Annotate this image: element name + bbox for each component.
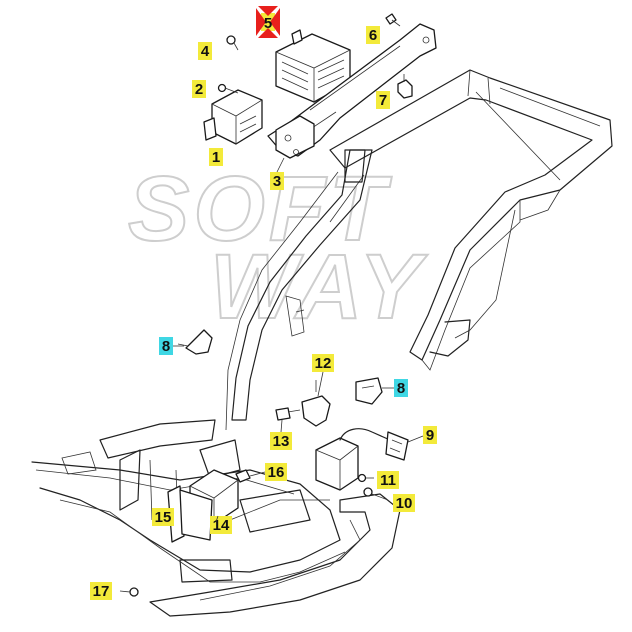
callout-7-highlight xyxy=(376,91,390,109)
callout-3-highlight xyxy=(270,172,284,190)
callout-11[interactable]: 11 xyxy=(377,471,399,489)
frame-floor-rail-left xyxy=(31,461,341,573)
callout-8-right-highlight xyxy=(394,379,408,397)
callout-10-highlight xyxy=(393,494,415,512)
callout-11-label: 11 xyxy=(380,472,396,489)
callout-8-right-label: 8 xyxy=(397,380,405,397)
callout-6-label: 6 xyxy=(369,27,377,44)
callout-16-highlight xyxy=(265,463,287,481)
callout-14-highlight xyxy=(210,516,232,534)
callout-2-highlight xyxy=(192,80,206,98)
part-4-screw xyxy=(226,35,239,51)
callout-9-label: 9 xyxy=(426,427,434,444)
frame-centre-stand-mount xyxy=(239,489,311,533)
frame-floor-rail-right-inner xyxy=(199,499,361,601)
callout-15-label: 15 xyxy=(155,509,172,526)
callout-9[interactable]: 9 xyxy=(423,426,437,444)
part-16-bolt xyxy=(235,469,251,483)
frame-upper-rail-detail xyxy=(421,69,561,371)
part-17-screw xyxy=(119,587,139,597)
callout-16[interactable]: 16 xyxy=(265,463,287,481)
leader-16 xyxy=(249,471,266,477)
part-13-bolt xyxy=(275,407,301,421)
frame-gusset xyxy=(285,295,305,337)
callout-16-label: 16 xyxy=(268,464,285,481)
callout-13-label: 13 xyxy=(273,433,290,450)
leader-3 xyxy=(276,157,285,173)
watermark-line-2: WAY xyxy=(210,236,428,338)
frame-floor-crossmember xyxy=(119,439,241,511)
frame-floor-rail-left-inner xyxy=(35,469,346,583)
part-1-cdi-unit xyxy=(203,89,263,145)
callout-1-label: 1 xyxy=(212,149,220,166)
callout-5-label: 5 xyxy=(264,15,272,32)
frame-floor-rail-right xyxy=(149,493,401,617)
callout-15-highlight xyxy=(152,508,174,526)
frame-floor-tube-front xyxy=(99,419,216,459)
callouts: 1 2 3 4 5 6 xyxy=(90,6,437,600)
callout-12[interactable]: 12 xyxy=(312,354,334,372)
frame-brace xyxy=(429,319,471,357)
frame-head-bracket xyxy=(344,149,366,183)
callout-8-right[interactable]: 8 xyxy=(394,379,408,397)
part-15-bracket xyxy=(167,485,213,543)
callout-17[interactable]: 17 xyxy=(90,582,112,600)
callout-15[interactable]: 15 xyxy=(152,508,174,526)
callout-7-label: 7 xyxy=(379,92,387,109)
callout-6[interactable]: 6 xyxy=(366,26,380,44)
part-mounting-bracket xyxy=(267,23,437,159)
selected-marker-icon xyxy=(256,6,280,38)
callout-13-highlight xyxy=(270,432,292,450)
part-9-ignition-coil xyxy=(315,428,409,491)
callout-1[interactable]: 1 xyxy=(209,148,223,166)
callout-8-left[interactable]: 8 xyxy=(159,337,173,355)
frame-down-tube-inner xyxy=(225,171,365,431)
callout-8-left-label: 8 xyxy=(162,338,170,355)
callout-4-label: 4 xyxy=(201,43,210,60)
leader-13 xyxy=(280,419,283,433)
callout-4[interactable]: 4 xyxy=(198,42,212,60)
callout-12-label: 12 xyxy=(315,355,332,372)
callout-10-label: 10 xyxy=(396,495,413,512)
callout-11-highlight xyxy=(377,471,399,489)
part-8-clip-right xyxy=(355,377,383,405)
callout-5-highlight xyxy=(261,13,275,31)
frame-rear-tube xyxy=(454,87,601,339)
leader-9 xyxy=(407,435,424,443)
callout-1-highlight xyxy=(209,148,223,166)
callout-8-left-highlight xyxy=(159,337,173,355)
callout-2-label: 2 xyxy=(195,81,203,98)
leader-lines xyxy=(173,157,424,523)
callout-6-highlight xyxy=(366,26,380,44)
part-8-clip-left xyxy=(177,329,213,355)
frame-main-down-tube xyxy=(231,149,373,421)
callout-9-highlight xyxy=(423,426,437,444)
callout-3[interactable]: 3 xyxy=(270,172,284,190)
part-12-bracket xyxy=(301,380,331,427)
callout-14-label: 14 xyxy=(213,517,230,534)
callout-17-highlight xyxy=(90,582,112,600)
part-2-screw xyxy=(217,83,239,94)
callout-17-label: 17 xyxy=(93,583,110,600)
callout-10[interactable]: 10 xyxy=(393,494,415,512)
part-7-nut xyxy=(397,74,413,99)
part-11-screw xyxy=(357,473,374,483)
part-5-voltage-regulator xyxy=(275,29,351,103)
callout-12-highlight xyxy=(312,354,334,372)
callout-5[interactable]: 5 xyxy=(256,6,280,38)
leader-12 xyxy=(317,371,324,397)
callout-13[interactable]: 13 xyxy=(270,432,292,450)
callout-3-label: 3 xyxy=(273,173,281,190)
part-6-bolt xyxy=(385,13,401,27)
callout-2[interactable]: 2 xyxy=(192,80,206,98)
leader-14 xyxy=(215,515,219,523)
callout-14[interactable]: 14 xyxy=(210,516,232,534)
callout-4-highlight xyxy=(198,42,212,60)
part-10-screw xyxy=(363,487,389,501)
frame-upper-right-rail xyxy=(329,69,613,361)
frame-rear-plate xyxy=(179,559,233,583)
frame xyxy=(31,69,613,617)
callout-7[interactable]: 7 xyxy=(376,91,390,109)
